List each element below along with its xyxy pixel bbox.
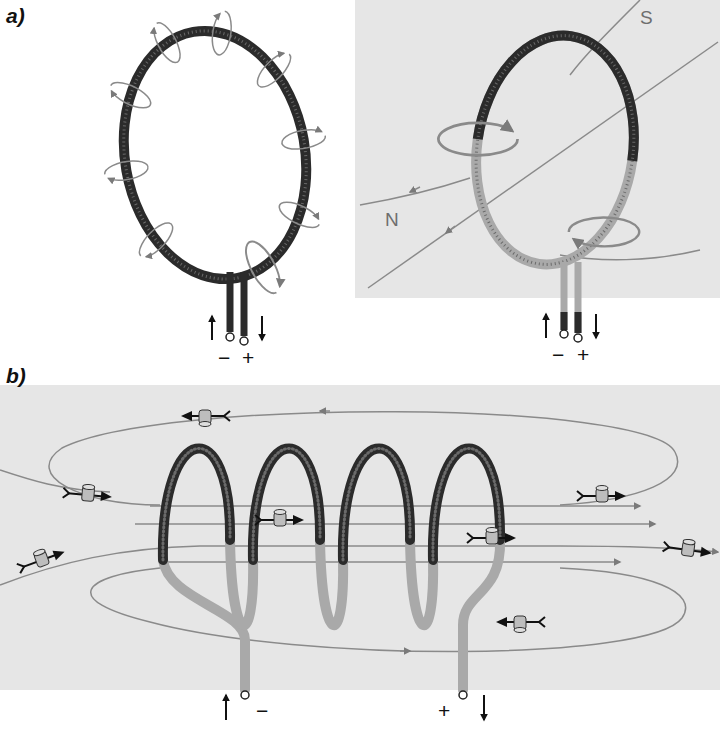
polarity-sign: +: [438, 699, 450, 722]
polarity-sign: −: [256, 699, 268, 722]
panel-letter: a): [6, 4, 25, 27]
polarity-sign: +: [242, 346, 254, 369]
pole-label: N: [385, 210, 399, 231]
panel-letter: b): [6, 364, 26, 387]
polarity-sign: −: [218, 346, 230, 369]
polarity-sign: −: [552, 343, 564, 366]
solenoid: [0, 385, 720, 720]
polarity-sign: +: [577, 343, 589, 366]
loop-with-axis: [355, 0, 720, 342]
pole-label: S: [640, 8, 653, 29]
single-loop: [80, 0, 351, 345]
